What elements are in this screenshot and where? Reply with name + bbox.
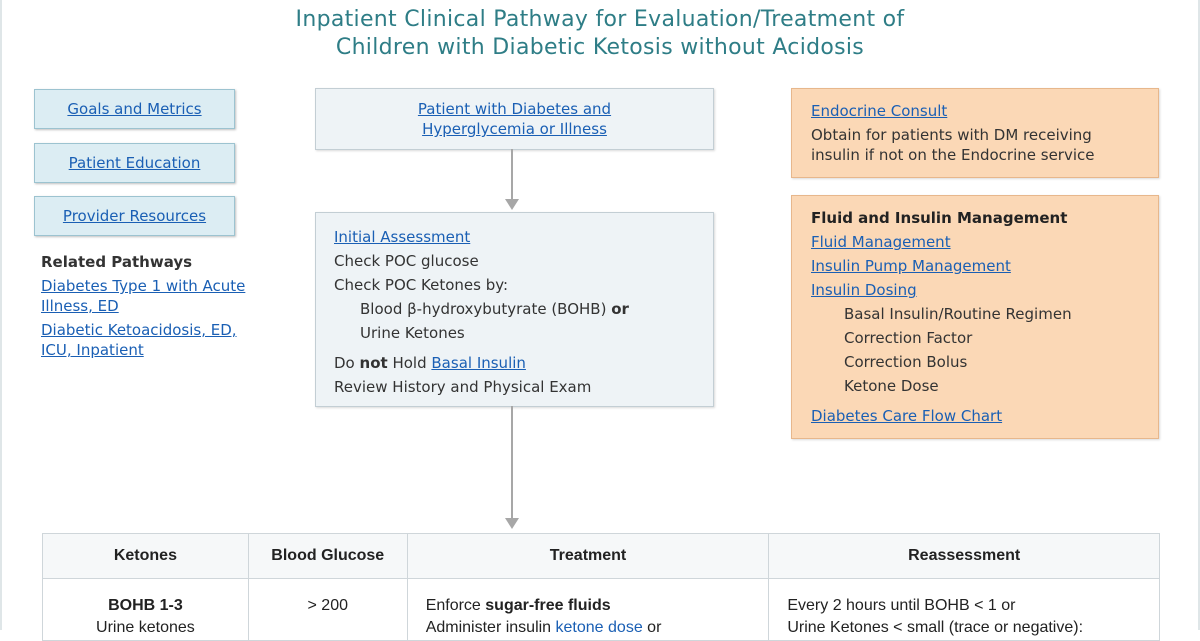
check-ketones-text: Check POC Ketones by:	[334, 276, 509, 294]
frame-right-border	[1198, 0, 1200, 630]
column-header: Ketones	[42, 533, 249, 579]
related-pathways: Related Pathways Diabetes Type 1 with Ac…	[41, 252, 291, 364]
insulin-dosing-link[interactable]: Insulin Dosing	[811, 281, 917, 299]
start-node-link-line-2[interactable]: Hyperglycemia or Illness	[422, 120, 607, 138]
related-link-diabetes-acute-illness[interactable]: Diabetes Type 1 with Acute Illness, ED	[41, 276, 291, 316]
fluid-insulin-header: Fluid and Insulin Management	[811, 209, 1068, 227]
page-title: Inpatient Clinical Pathway for Evaluatio…	[0, 6, 1200, 62]
column-header: Treatment	[406, 533, 770, 579]
treatment-bold: sugar-free fluids	[485, 597, 611, 614]
provider-resources-button[interactable]: Provider Resources	[34, 196, 235, 236]
arrow-down-icon	[505, 199, 519, 210]
ketone-treatment-table: Ketones Blood Glucose Treatment Reassess…	[42, 533, 1160, 641]
related-link-line[interactable]: ICU, Inpatient	[41, 341, 144, 359]
glucose-cell: > 200	[247, 578, 408, 641]
ketones-cell: BOHB 1-3 Urine ketones	[42, 578, 249, 641]
urine-ketones-text: Urine Ketones	[360, 324, 465, 342]
basal-insulin-link[interactable]: Basal Insulin	[431, 354, 526, 372]
treatment-text: Administer insulin	[425, 619, 552, 636]
initial-assessment-link[interactable]: Initial Assessment	[334, 228, 471, 246]
reassessment-text: Every 2 hours until BOHB < 1 or	[787, 597, 1016, 614]
initial-assessment-node: Initial Assessment Check POC glucose Che…	[315, 212, 714, 407]
endocrine-text-line-1: Obtain for patients with DM receiving	[811, 126, 1092, 144]
ketone-dose-link[interactable]: ketone dose	[555, 619, 643, 636]
column-header: Blood Glucose	[247, 533, 408, 579]
table-row: BOHB 1-3 Urine ketones > 200 Enforce sug…	[42, 578, 1160, 641]
treatment-text: Enforce	[425, 597, 481, 614]
start-node: Patient with Diabetes and Hyperglycemia …	[315, 88, 714, 150]
hold-text: Hold	[392, 354, 427, 372]
connector-line	[511, 406, 513, 518]
do-text: Do	[334, 354, 355, 372]
review-history-text: Review History and Physical Exam	[334, 378, 592, 396]
treatment-cell: Enforce sugar-free fluids Administer ins…	[406, 578, 770, 641]
dosing-item: Basal Insulin/Routine Regimen	[844, 305, 1072, 323]
dosing-item: Ketone Dose	[844, 377, 939, 395]
check-glucose-text: Check POC glucose	[334, 252, 479, 270]
endocrine-text-line-2: insulin if not on the Endocrine service	[811, 146, 1095, 164]
related-link-line[interactable]: Diabetes Type 1 with Acute	[41, 277, 246, 295]
reassessment-text: Urine Ketones < small (trace or negative…	[787, 619, 1084, 636]
bohb-line: Blood β-hydroxybutyrate (BOHB) or	[334, 297, 629, 321]
bohb-text: Blood β-hydroxybutyrate (BOHB)	[360, 300, 607, 318]
reassessment-cell: Every 2 hours until BOHB < 1 or Urine Ke…	[768, 578, 1160, 641]
goals-metrics-link[interactable]: Goals and Metrics	[67, 100, 202, 118]
related-link-line[interactable]: Illness, ED	[41, 297, 119, 315]
treatment-text: or	[647, 619, 662, 636]
dosing-item: Correction Factor	[844, 329, 973, 347]
diabetes-flow-chart-link[interactable]: Diabetes Care Flow Chart	[811, 407, 1003, 425]
table-header-row: Ketones Blood Glucose Treatment Reassess…	[42, 533, 1160, 579]
frame-left-border	[0, 0, 2, 630]
title-line-1: Inpatient Clinical Pathway for Evaluatio…	[295, 7, 905, 32]
arrow-down-icon	[505, 518, 519, 529]
dosing-item: Correction Bolus	[844, 353, 968, 371]
start-node-link-line-1[interactable]: Patient with Diabetes and	[417, 100, 612, 118]
not-text: not	[359, 354, 388, 372]
patient-education-button[interactable]: Patient Education	[34, 143, 235, 183]
insulin-pump-link[interactable]: Insulin Pump Management	[811, 257, 1011, 275]
related-link-dka[interactable]: Diabetic Ketoacidosis, ED, ICU, Inpatien…	[41, 320, 291, 360]
related-pathways-header: Related Pathways	[41, 253, 193, 271]
ketones-sub: Urine ketones	[96, 619, 195, 636]
fluid-management-link[interactable]: Fluid Management	[811, 233, 951, 251]
endocrine-consult-link[interactable]: Endocrine Consult	[811, 102, 948, 120]
ketones-level: BOHB 1-3	[108, 597, 183, 614]
fluid-insulin-box: Fluid and Insulin Management Fluid Manag…	[791, 195, 1159, 439]
connector-line	[511, 149, 513, 199]
basal-insulin-line: Do not Hold Basal Insulin	[334, 351, 629, 375]
endocrine-consult-box: Endocrine Consult Obtain for patients wi…	[791, 88, 1159, 178]
related-link-line[interactable]: Diabetic Ketoacidosis, ED,	[41, 321, 237, 339]
patient-education-link[interactable]: Patient Education	[68, 154, 201, 172]
or-text: or	[611, 300, 629, 318]
goals-metrics-button[interactable]: Goals and Metrics	[34, 89, 235, 129]
column-header: Reassessment	[768, 533, 1160, 579]
provider-resources-link[interactable]: Provider Resources	[62, 207, 207, 225]
title-line-2: Children with Diabetic Ketosis without A…	[335, 35, 865, 60]
